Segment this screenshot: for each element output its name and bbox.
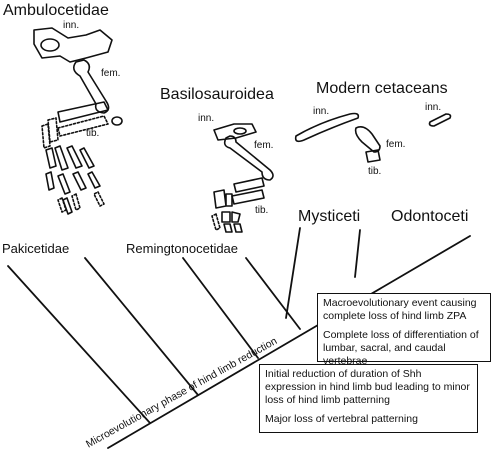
bone-label-mod-inn-left: inn. — [313, 106, 330, 117]
ambulocetid-hindlimb-drawing — [33, 27, 123, 215]
bas-femur — [223, 135, 274, 181]
group-title-ambulocetidae: Ambulocetidae — [3, 2, 109, 19]
group-title-basilosauroidea: Basilosauroidea — [160, 86, 274, 103]
bone-label-amb-fem: fem. — [101, 68, 121, 79]
shh-expression-reduction-text: Initial reduction of duration of Shh exp… — [265, 368, 470, 406]
taxon-label-remingtonocetidae: Remingtonocetidae — [126, 241, 239, 256]
bone-label-bas-inn: inn. — [198, 113, 215, 124]
mod-femur-mysticete — [354, 126, 381, 153]
bone-label-bas-tib: tib. — [255, 205, 269, 216]
bas-innominate — [213, 123, 257, 141]
branch-remingtonocetidae-b — [182, 257, 259, 359]
bas-obturator — [233, 127, 247, 135]
mod-tibia-mysticete — [365, 149, 381, 163]
vertebrae-differentiation-loss-text: Complete loss of differentiation of lumb… — [323, 329, 479, 367]
vertebral-patterning-loss-text: Major loss of vertebral patterning — [265, 413, 418, 425]
basilosauroid-hindlimb-drawing — [211, 123, 274, 233]
bas-tibia — [233, 177, 265, 193]
bas-tarsals — [213, 189, 233, 209]
bone-label-amb-tib: tib. — [86, 128, 100, 139]
annotation-box-macroevolutionary: Macroevolutionary event causing complete… — [317, 293, 491, 367]
annotation-box-microevolutionary: Initial reduction of duration of Shh exp… — [259, 364, 478, 433]
branch-basilosauroidea — [245, 257, 301, 330]
taxon-label-odontoceti: Odontoceti — [391, 208, 469, 225]
group-title-modern-cetaceans: Modern cetaceans — [316, 80, 448, 97]
amb-tarsals — [41, 117, 59, 149]
bas-fibula — [231, 189, 265, 205]
branch-remingtonocetidae-a — [84, 257, 199, 396]
bone-label-amb-inn: inn. — [63, 20, 80, 31]
branch-pakicetidae — [7, 265, 151, 424]
amb-acetabulum — [40, 38, 60, 52]
taxon-label-pakicetidae: Pakicetidae — [2, 241, 70, 256]
amb-digits — [45, 145, 105, 215]
bone-label-mod-fem: fem. — [386, 139, 406, 150]
phylogenetic-tree — [7, 227, 471, 449]
mod-innominate-mysticete — [294, 112, 360, 143]
amb-femur — [72, 59, 110, 114]
amb-innominate — [33, 27, 113, 63]
mod-innominate-odontocete — [428, 113, 452, 127]
bone-label-mod-inn-right: inn. — [425, 102, 442, 113]
tree-trunk — [107, 235, 471, 449]
bone-label-mod-tib: tib. — [368, 166, 382, 177]
amb-fibula-dotted — [57, 115, 109, 137]
bone-label-bas-fem: fem. — [254, 140, 274, 151]
modern-cetacean-remnants-drawing — [294, 112, 452, 163]
branch-odontoceti — [354, 229, 361, 278]
taxon-label-mysticeti: Mysticeti — [298, 208, 361, 225]
amb-tibia — [57, 101, 109, 123]
macroevolutionary-event-text: Macroevolutionary event causing complete… — [323, 297, 477, 322]
bas-digits — [211, 211, 243, 233]
branch-mysticeti — [285, 227, 301, 319]
amb-patella — [111, 116, 123, 126]
